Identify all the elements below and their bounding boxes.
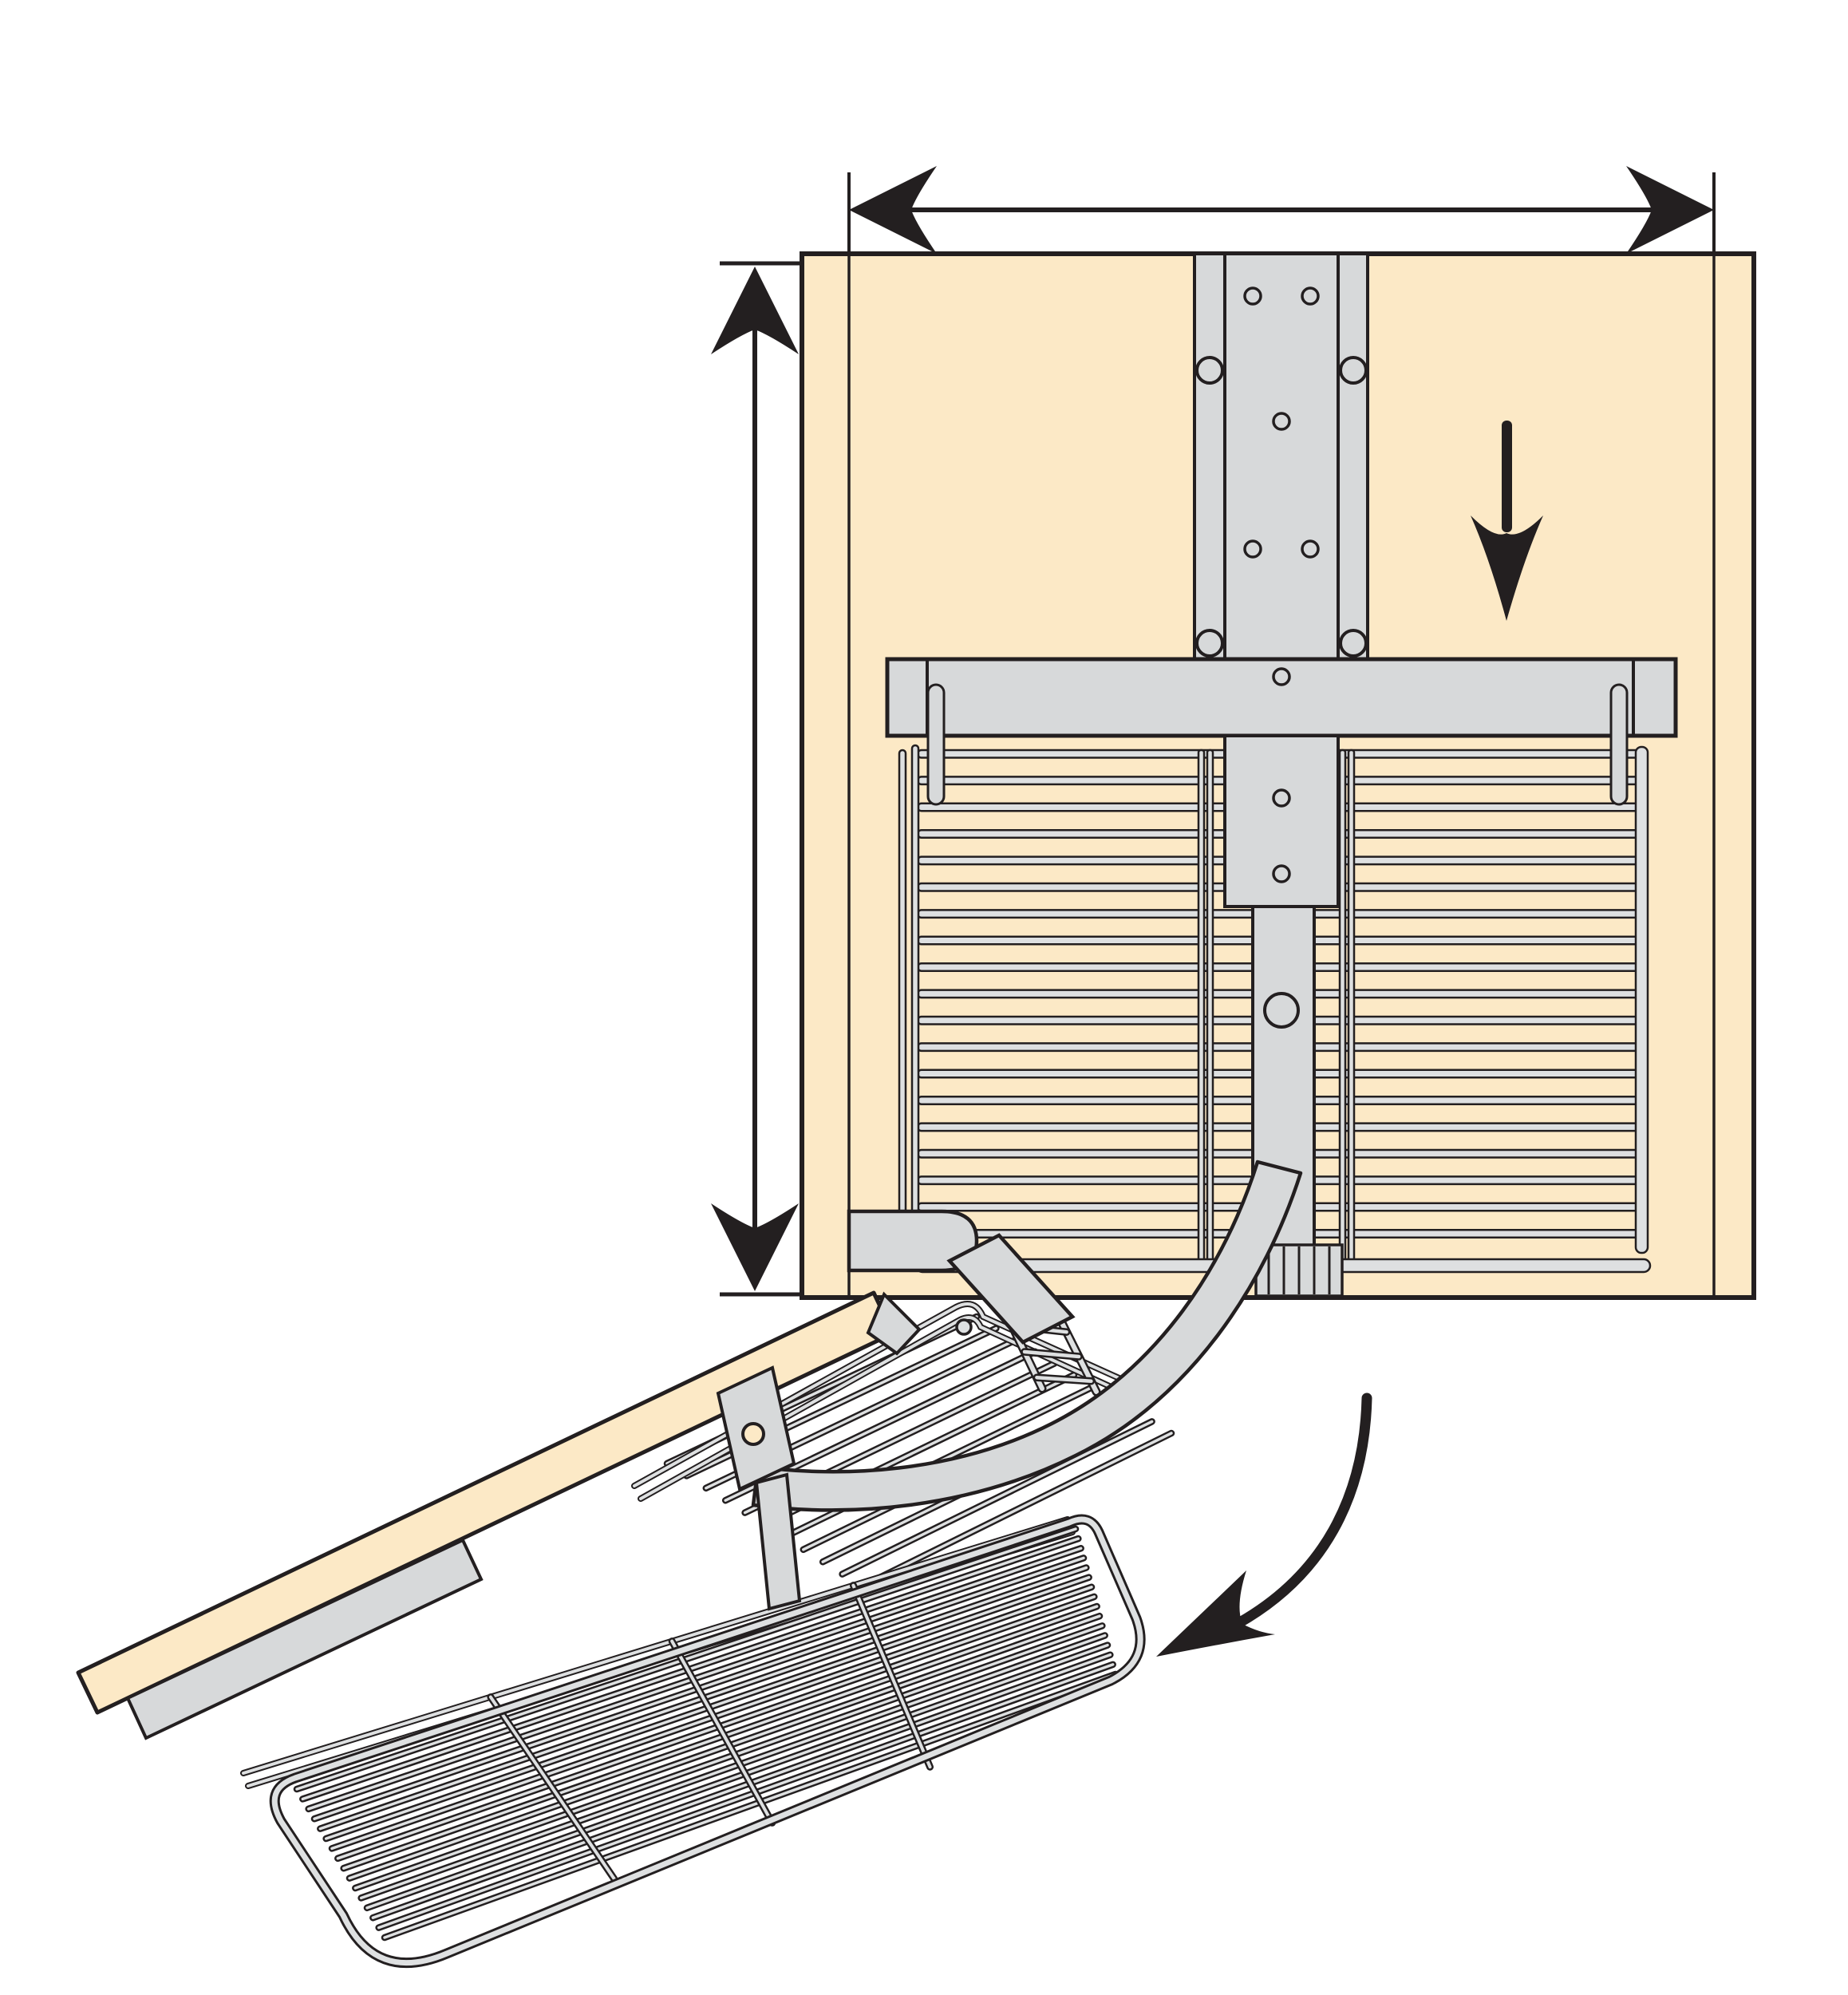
cross-bar-screw-hole [1272,667,1291,686]
basket-hanger-stub [754,1472,802,1611]
shelf-left-frame-outer [898,749,907,1259]
screw-hole-large [1195,356,1224,385]
down-arrow-icon [1471,421,1543,621]
dim-arrowhead-down-icon [711,1203,799,1291]
pivot-housing [847,1209,1076,1345]
lower-basket-cross-wire [670,1639,774,1825]
lower-basket-wire [371,1653,1112,1919]
lower-basket-wire [342,1605,1099,1870]
screw-hole-large [1339,356,1368,385]
lower-basket-cross-wire [488,1695,616,1881]
hinge-pivot-hole [741,1422,765,1446]
housing-body [847,1209,979,1273]
shelf-hook-left [926,683,946,806]
lower-basket-wire [353,1624,1104,1890]
shelf-right-frame [1634,745,1649,1254]
housing-stub [946,1233,1076,1345]
ladder-rung [1035,1375,1093,1384]
rotate-arrow-tail [1227,1393,1372,1632]
lower-basket-wire [348,1614,1101,1880]
shelf-connector-wire [1338,749,1347,1269]
dim-arrowhead-left-icon [849,166,937,254]
vertical-dimension-arrow [711,261,800,1297]
rail-screw-holes [1195,286,1368,658]
shelf-connector-wire [1347,749,1356,1269]
housing-pivot-hole [955,1318,973,1336]
upper-basket-wire [860,1432,1173,1588]
rotate-arrow-icon [1156,1393,1372,1657]
rim-fill [242,1518,1069,1775]
screw-hole-small [1301,539,1320,559]
frame-fill [271,1516,1143,1966]
lower-basket-wire [295,1527,1077,1791]
lower-basket-cross-wires [487,1582,934,1882]
dim-arrowhead-right-icon [1626,166,1714,254]
shelf-left-frame-inner [910,744,920,1259]
lower-basket-wire [383,1673,1117,1939]
rim-fill [633,1302,1151,1487]
screw-hole-small [1301,286,1320,306]
screw-hole-small [1272,412,1291,431]
screw-hole-large [1195,629,1224,658]
plate-hole [1272,864,1291,883]
upper-basket-wire [840,1420,1154,1576]
rail-right-strip [1337,252,1369,661]
door-end-cap [866,1291,922,1356]
door-assembly [76,1290,922,1740]
mounting-rail [1193,252,1369,661]
lower-basket [240,1514,1146,1969]
dim-arrowhead-up-icon [711,267,799,354]
lower-basket-wire [365,1643,1109,1910]
screw-hole-large [1339,629,1368,658]
rail-center-plate [1223,252,1340,661]
lower-basket-frame [269,1514,1146,1969]
pivot-axis-hole [1263,992,1300,1029]
swing-arm [751,1159,1303,1512]
horizontal-dimension-arrow [847,166,1716,254]
lower-basket-cross-wire [851,1583,932,1769]
shelf-connector-wire [1197,749,1206,1269]
door-backing-plate [125,1538,484,1740]
down-arrow-shaft [1502,421,1512,532]
screw-hole-small [1243,539,1262,559]
screw-hole-small [1243,286,1262,306]
rotate-arrow-head [1156,1570,1275,1657]
plate-hole [1272,788,1291,808]
lower-basket-wire [359,1634,1107,1900]
pivot-foot-ribs [1267,1246,1331,1294]
pivot-plate-holes [1272,788,1291,883]
down-arrow-head [1471,516,1543,621]
ladder-rung [1022,1349,1081,1359]
lower-basket-wire [377,1663,1115,1930]
shelf-connector-wire [1206,749,1214,1269]
shelf-hook-right [1609,683,1629,806]
rail-left-strip [1193,252,1226,661]
